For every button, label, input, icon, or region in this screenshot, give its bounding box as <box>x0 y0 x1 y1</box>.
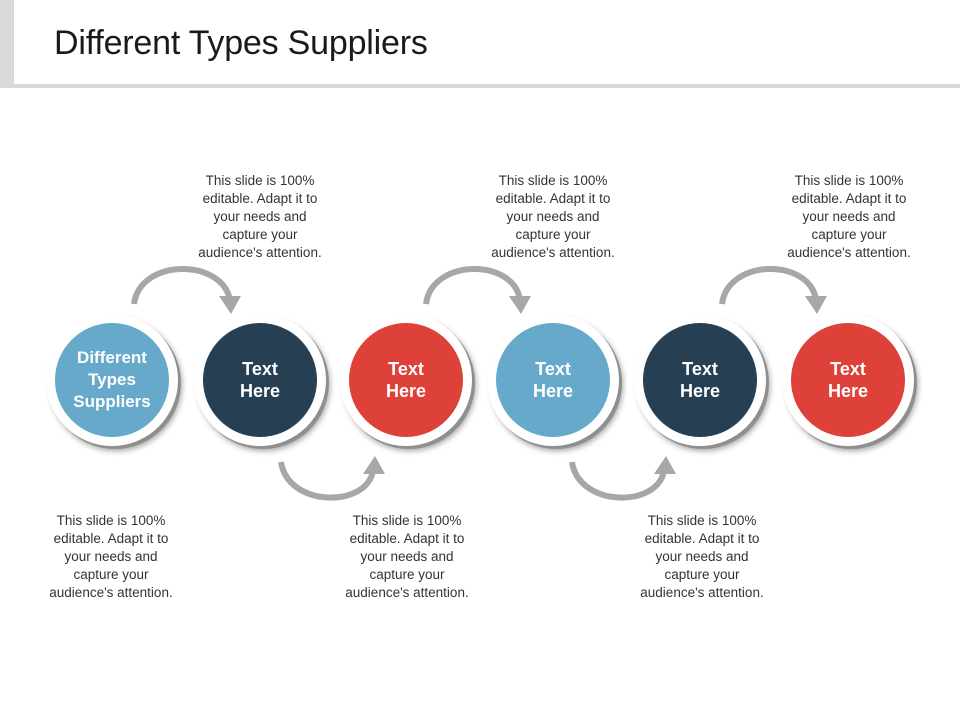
title-accent-bar <box>0 0 14 84</box>
node-6-circle: Text Here <box>791 323 905 437</box>
node-6: Text Here <box>782 314 914 446</box>
arrow-top-2 <box>423 266 523 305</box>
arrow-head-top-2 <box>509 296 531 314</box>
node-4-label: Text Here <box>532 359 574 401</box>
arrow-head-bottom-2 <box>654 456 676 474</box>
arrow-head-top-3 <box>805 296 827 314</box>
node-4-circle: Text Here <box>496 323 610 437</box>
arrow-bottom-1 <box>278 461 376 501</box>
arrow-bottom-2 <box>569 461 667 501</box>
node-5-label: Text Here <box>679 359 721 401</box>
description-top-2: This slide is 100% editable. Adapt it to… <box>491 173 615 260</box>
arrow-top-1 <box>131 266 233 305</box>
slide-title: Different Types Suppliers <box>54 24 428 62</box>
description-bottom-3: This slide is 100% editable. Adapt it to… <box>640 513 764 600</box>
description-bottom-1: This slide is 100% editable. Adapt it to… <box>49 513 173 600</box>
arrow-top-3 <box>719 266 819 305</box>
description-top-1: This slide is 100% editable. Adapt it to… <box>198 173 322 260</box>
node-2-label: Text Here <box>239 359 281 401</box>
node-1-label: Different Types Suppliers <box>73 348 151 411</box>
node-4: Text Here <box>487 314 619 446</box>
title-bar: Different Types Suppliers <box>0 0 960 88</box>
description-bottom-2: This slide is 100% editable. Adapt it to… <box>345 513 469 600</box>
node-5: Text Here <box>634 314 766 446</box>
node-5-circle: Text Here <box>643 323 757 437</box>
node-2: Text Here <box>194 314 326 446</box>
node-3-label: Text Here <box>385 359 427 401</box>
node-3-circle: Text Here <box>349 323 463 437</box>
arrow-head-bottom-1 <box>363 456 385 474</box>
arrow-head-top-1 <box>219 296 241 314</box>
node-1-circle: Different Types Suppliers <box>55 323 169 437</box>
node-1: Different Types Suppliers <box>46 314 178 446</box>
node-2-circle: Text Here <box>203 323 317 437</box>
description-top-3: This slide is 100% editable. Adapt it to… <box>787 173 911 260</box>
node-3: Text Here <box>340 314 472 446</box>
node-6-label: Text Here <box>827 359 869 401</box>
